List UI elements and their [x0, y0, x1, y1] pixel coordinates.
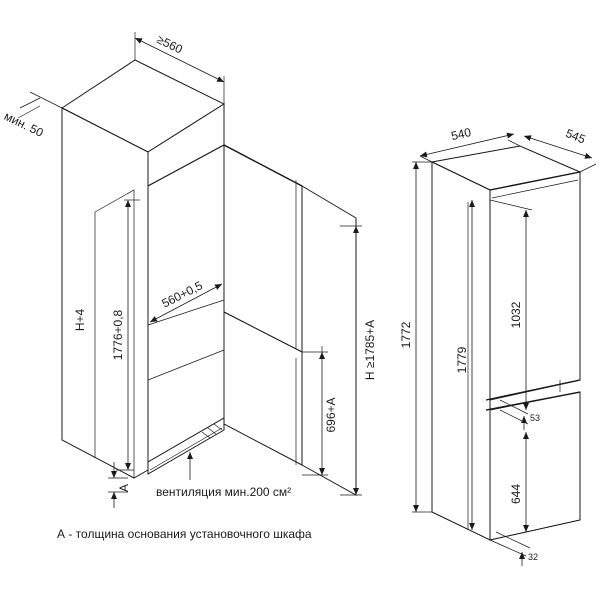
- depth-label: 545: [564, 126, 588, 147]
- gap-label: 53: [530, 413, 540, 423]
- bottom-label: 32: [528, 552, 538, 562]
- total-height-label: H ≥1785+A: [363, 320, 377, 380]
- door-height-label: 1776+0,8: [111, 309, 125, 360]
- height-label: 1772: [399, 321, 413, 348]
- appliance-upper-door: [489, 171, 581, 401]
- footnote: А - толщина основания установочного шкаф…: [57, 527, 312, 541]
- bottom-height-label: 696+A: [324, 397, 338, 432]
- lower-door-label: 644: [509, 484, 523, 504]
- cabinet-right-side: [301, 185, 357, 496]
- base-thickness-label: A: [117, 484, 131, 492]
- body-height-label: 1779: [455, 346, 469, 373]
- upper-door-label: 1032: [509, 301, 523, 328]
- depth-min-label: ≥560: [155, 32, 185, 56]
- cabinet-left-side-panel: [61, 107, 149, 479]
- offset-min-label: мин. 50: [2, 109, 46, 140]
- cabinet-left-view: ≥560 мин. 50 H+4 1776+0,8 560+0,5 696+A …: [2, 32, 377, 508]
- vent-label: вентиляция мин.200 см²: [156, 485, 291, 499]
- appliance-right-view: 540 545 1772 1779 1032 53 644 32: [399, 125, 597, 566]
- width-label: 540: [450, 125, 473, 143]
- niche-height-label: H+4: [73, 309, 87, 332]
